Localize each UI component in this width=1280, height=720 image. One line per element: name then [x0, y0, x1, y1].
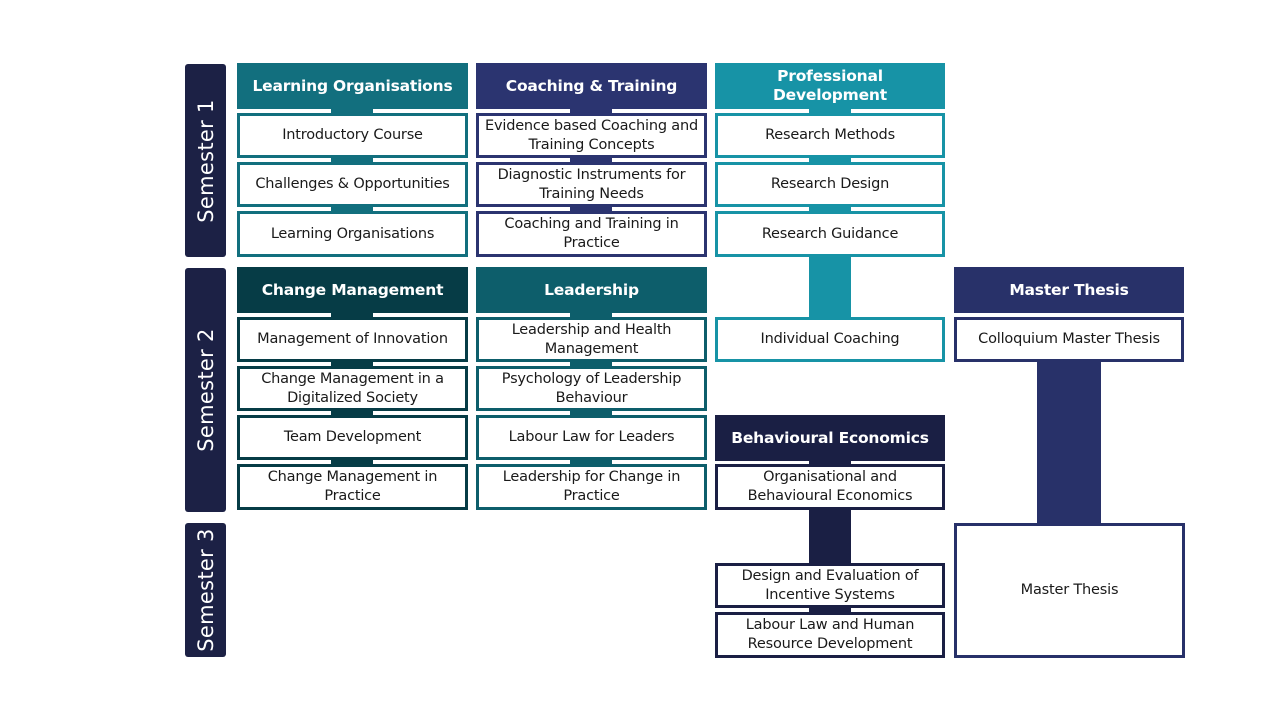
course-colloquium-master-thesis: Colloquium Master Thesis: [954, 317, 1184, 362]
course-leadership-change-practice: Leadership for Change in Practice: [476, 464, 707, 510]
course-labour-law-hr-development: Labour Law and Human Resource Developmen…: [715, 612, 945, 658]
course-management-of-innovation: Management of Innovation: [237, 317, 468, 362]
leadership-header: Leadership: [476, 267, 707, 313]
course-design-evaluation-incentive: Design and Evaluation of Incentive Syste…: [715, 563, 945, 608]
learning-organisations-header: Learning Organisations: [237, 63, 468, 109]
course-learning-organisations: Learning Organisations: [237, 211, 468, 257]
behavioural-economics-header: Behavioural Economics: [715, 415, 945, 461]
master-thesis-connector: [1037, 355, 1101, 530]
semester-3-label: Semester 3: [185, 523, 226, 657]
professional-development-header: Professional Development: [715, 63, 945, 109]
semester-1-label: Semester 1: [185, 64, 226, 257]
course-diagnostic-instruments: Diagnostic Instruments for Training Need…: [476, 162, 707, 207]
coaching-training-header: Coaching & Training: [476, 63, 707, 109]
course-labour-law-leaders: Labour Law for Leaders: [476, 415, 707, 460]
course-organisational-behavioural-economics: Organisational and Behavioural Economics: [715, 464, 945, 510]
course-introductory-course: Introductory Course: [237, 113, 468, 158]
course-evidence-based-coaching: Evidence based Coaching and Training Con…: [476, 113, 707, 158]
master-thesis-header: Master Thesis: [954, 267, 1184, 313]
course-leadership-health-management: Leadership and Health Management: [476, 317, 707, 362]
course-research-guidance: Research Guidance: [715, 211, 945, 257]
change-management-header: Change Management: [237, 267, 468, 313]
course-change-management-digitalized: Change Management in a Digitalized Socie…: [237, 366, 468, 411]
semester-1-text: Semester 1: [193, 98, 218, 223]
course-change-management-practice: Change Management in Practice: [237, 464, 468, 510]
course-team-development: Team Development: [237, 415, 468, 460]
course-challenges-opportunities: Challenges & Opportunities: [237, 162, 468, 207]
course-coaching-training-practice: Coaching and Training in Practice: [476, 211, 707, 257]
semester-3-text: Semester 3: [193, 528, 218, 652]
course-psychology-leadership: Psychology of Leadership Behaviour: [476, 366, 707, 411]
course-research-methods: Research Methods: [715, 113, 945, 158]
semester-2-label: Semester 2: [185, 268, 226, 512]
semester-2-text: Semester 2: [193, 328, 218, 452]
course-individual-coaching: Individual Coaching: [715, 317, 945, 362]
course-research-design: Research Design: [715, 162, 945, 207]
course-master-thesis: Master Thesis: [954, 523, 1185, 658]
